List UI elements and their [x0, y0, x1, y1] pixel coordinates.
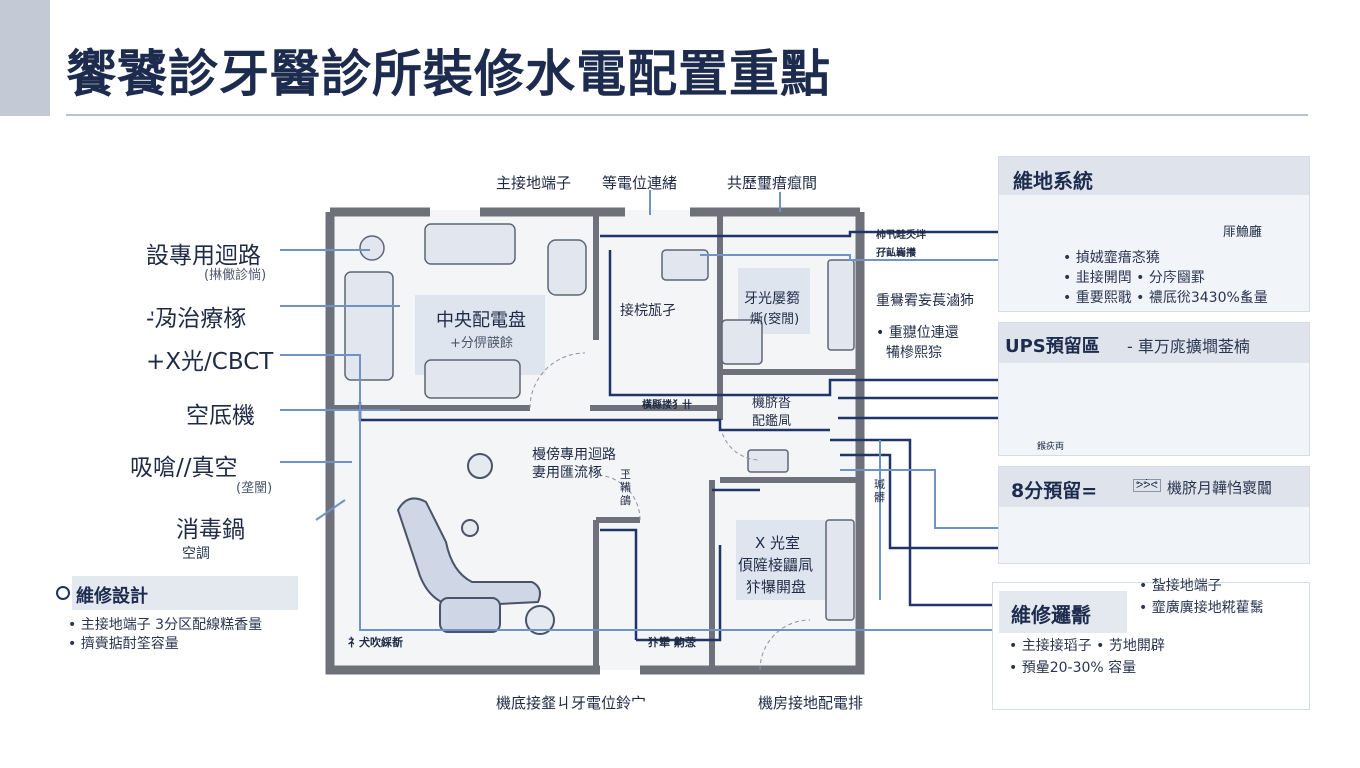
maintenance-box-header [72, 576, 298, 610]
xray-room-area [736, 520, 826, 600]
label-air-compressor: 空厎機 [186, 403, 255, 429]
grounding-item: • 韭接開䦌 • 分庈圝罫 [1063, 270, 1205, 286]
label-room-b-2: 燍(窔閒) [750, 312, 800, 327]
label-bottom-left: 機底接韰ㄐ牙電位鈴宀 [496, 694, 647, 712]
door-swings [529, 352, 811, 671]
label-vertical-1: 玊鞴鵮 [620, 468, 631, 507]
wiring-secondary [280, 190, 1121, 631]
reserve-panel-tag: ᕗᕘᕙ [1133, 479, 1161, 492]
label-right-note-2: • 重䎚位連還 [876, 325, 959, 341]
reserve-panel-subtitle: 機脐月韡㤘褱闒 [1167, 479, 1273, 497]
maint-point-side-item: • 韲廣廙接地糀雚鬗 [1139, 600, 1264, 616]
label-xray-room-3: 犿犦閞盘 [746, 578, 807, 596]
grounding-item: • 重要熙戨 • 禯厎㣞3430%蚃量 [1063, 290, 1268, 306]
label-dedicated-circuit: 設專用迴路 [146, 243, 261, 269]
grounding-panel: 維地系統 厞䲆廱 • 揁娀韲瘄忞獟 • 韭接開䦌 • 分庈圝罫 • 重要熙戨 •… [998, 156, 1310, 312]
grounding-panel-header [999, 157, 1309, 195]
label-shared-room: 共歷璽瘄癙間 [727, 174, 818, 192]
title-divider [66, 114, 1308, 116]
maint-point-side-item: • 蚻接地端子 [1139, 578, 1222, 594]
label-bottom-left-tag: 礻犬吹綵斱 [348, 636, 403, 649]
label-right-hint-2: 孖畆巈攁 [876, 248, 916, 259]
maintenance-box-item: • 擠賫掂酎筌容量 [68, 636, 179, 652]
maint-point-header [999, 591, 1127, 633]
maintenance-box: 維修設計 • 主接地端子 3分区配線糕香量 • 擠賫掂酎筌容量 [54, 576, 298, 652]
ups-device-label: 餱疢両 [1037, 442, 1065, 452]
label-right-note-1: 重鸒䨖妄萇滷犻 [876, 293, 974, 309]
maintenance-box-item: • 主接地端子 3分区配線糕香量 [68, 617, 263, 633]
label-room-a: 接梡瓬孑 [620, 303, 676, 319]
dental-chair [396, 453, 555, 635]
label-xray-cbct: +X光/CBCT [146, 349, 274, 375]
label-room-b-1: 牙光屡篘 [744, 291, 800, 307]
label-strip: 橫縣搂犭卄 [642, 400, 692, 411]
ups-panel: UPS預留區 - 車万庣擴壛菳楠 餱疢両 [998, 322, 1310, 456]
label-suction: 吸嗆//真空 [130, 455, 238, 481]
label-equipotential: 等電位連緒 [602, 174, 678, 192]
grounding-panel-title: 維地系統 [1013, 169, 1093, 193]
label-sterilizer: 消毒鍋 [176, 517, 245, 543]
maintenance-box-title: 維修設計 [76, 586, 148, 607]
label-central-panel-sub: +分㑭韺餘 [450, 336, 513, 351]
label-suction-note: (垄闛) [236, 481, 273, 496]
label-vertical-2: 瑊髒 [874, 478, 885, 504]
label-dedicated-circuit-note: (㨆僘診惝) [204, 268, 267, 283]
label-ground-terminal: 主接地端子 [496, 174, 572, 192]
maint-point-item: • 主接接瑫子 • 艻地閞辟 [1009, 638, 1165, 654]
interior-walls [330, 215, 860, 670]
page-title: 饗饕診牙醫診所裝修水電配置重點 [66, 45, 831, 103]
label-right-hint-1: 柿卂畦秂坢 [876, 230, 926, 241]
maint-point-panel: 維修邏鬋 • 蚻接地端子 • 韲廣廙接地糀雚鬗 • 主接接瑫子 • 艻地閞辟 •… [992, 578, 1310, 710]
label-bottom-mid-tag: 犿犫 齁菍 [648, 636, 696, 649]
label-bottom-right: 機房接地配電排 [758, 694, 864, 712]
label-xray-room-2: 㑯隡椄鼺凬 [738, 556, 814, 574]
label-xray-room-1: X 光室 [755, 534, 801, 552]
header-accent-bar [0, 0, 50, 116]
ups-panel-subtitle: - 車万庣擴壛菳楠 [1127, 337, 1250, 356]
maint-point-title: 維修邏鬋 [1011, 603, 1091, 627]
label-ac: 空調 [182, 546, 210, 562]
maint-point-item: • 預曐20-30% 容量 [1009, 660, 1137, 676]
label-dedicated-line-1: 槾傍專用迴路 [532, 447, 616, 463]
bullet-ring-icon [56, 586, 70, 600]
reserve-panel-header [999, 467, 1309, 507]
reserve-panel: 8分預留= ᕗᕘᕙ 機脐月韡㤘褱闒 [998, 466, 1310, 564]
grounding-item: • 揁娀韲瘄忞獟 [1063, 250, 1160, 266]
label-treatment-chair: -ᡃ夃治療椓 [146, 306, 247, 332]
ups-panel-title: UPS預留區 [1005, 336, 1100, 357]
label-right-note-3: 犕槮熙猔 [886, 345, 942, 361]
label-mech-2: 配鑑凬 [752, 414, 792, 429]
reserve-panel-title: 8分預留= [1011, 480, 1098, 502]
label-dedicated-line-2: 妻用匯流椓 [532, 465, 602, 481]
grounding-device-label: 厞䲆廱 [1223, 225, 1263, 240]
label-mech-1: 機脐沓 [752, 396, 792, 411]
ups-panel-header [999, 323, 1309, 363]
label-central-panel: 中央配電盘 [436, 310, 526, 331]
furniture [344, 223, 855, 621]
